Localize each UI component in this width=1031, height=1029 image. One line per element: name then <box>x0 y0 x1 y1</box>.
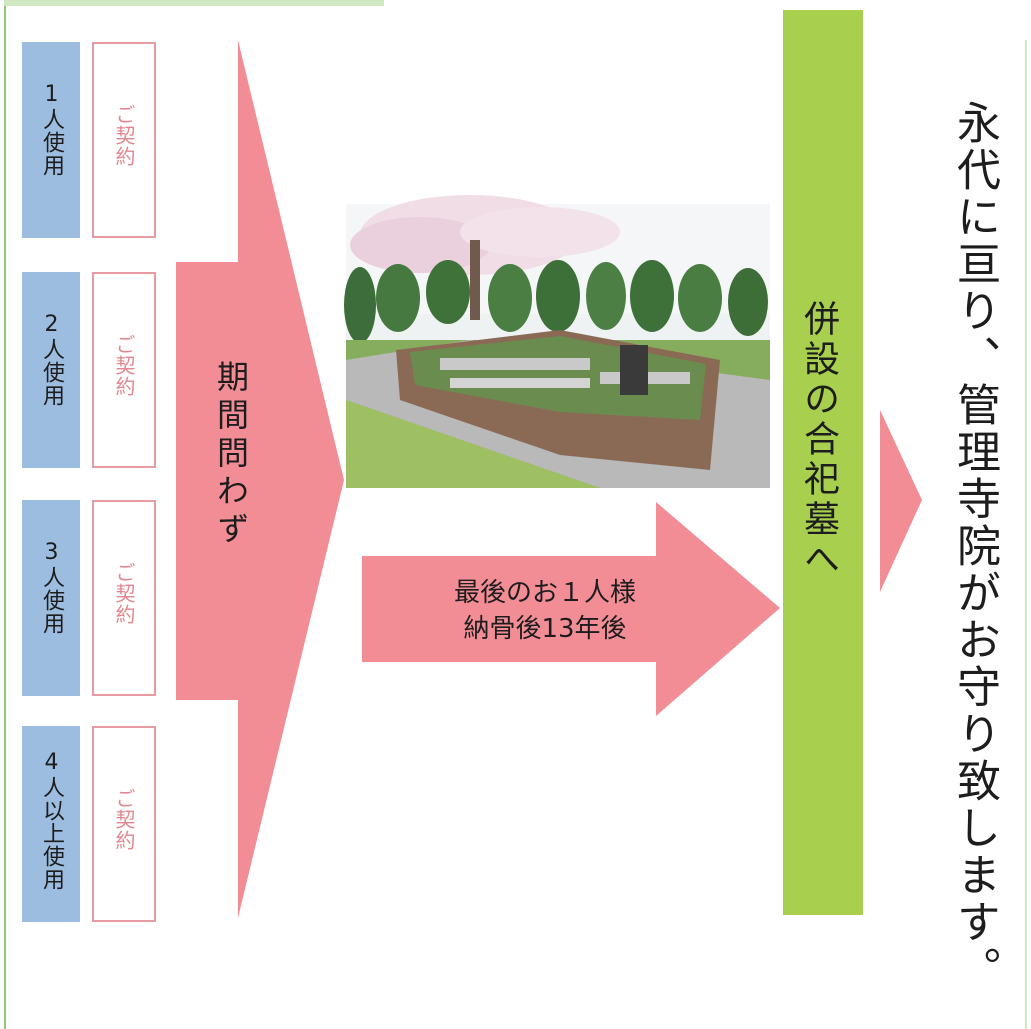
transfer-condition-line-2: 納骨後13年後 <box>463 614 627 644</box>
contract-label-2: ご契約 <box>112 334 136 397</box>
contract-box-1: ご契約 <box>92 42 156 238</box>
closing-message: 永代に亘り、管理寺院がお守り致します。 <box>949 100 1000 993</box>
frame-border-left <box>4 0 6 1029</box>
big-pink-arrow <box>176 40 344 918</box>
plan-label-2: 2人使用 <box>39 312 64 407</box>
contract-label-1: ご契約 <box>112 104 136 167</box>
joint-grave-label: 併設の合祀墓へ <box>798 300 839 580</box>
plan-box-3: 3人使用 <box>22 500 80 696</box>
small-pink-arrowhead <box>880 410 922 592</box>
frame-border-right <box>1025 40 1027 1029</box>
plan-label-4: 4人以上使用 <box>39 750 64 891</box>
plan-box-2: 2人使用 <box>22 272 80 468</box>
transfer-condition-label: 最後のお１人様 納骨後13年後 <box>380 575 710 647</box>
contract-label-4: ご契約 <box>112 788 136 851</box>
frame-border-top <box>4 0 384 6</box>
contract-box-3: ご契約 <box>92 500 156 696</box>
period-label: 期間問わず <box>212 360 250 550</box>
plan-box-4: 4人以上使用 <box>22 726 80 922</box>
contract-box-4: ご契約 <box>92 726 156 922</box>
plan-box-1: 1人使用 <box>22 42 80 238</box>
plan-label-3: 3人使用 <box>39 540 64 635</box>
pink-right-arrow <box>362 502 780 716</box>
contract-label-3: ご契約 <box>112 562 136 625</box>
plan-label-1: 1人使用 <box>39 82 64 177</box>
transfer-condition-line-1: 最後のお１人様 <box>453 578 636 608</box>
green-bar <box>783 10 863 915</box>
contract-box-2: ご契約 <box>92 272 156 468</box>
cemetery-photo <box>344 195 770 488</box>
